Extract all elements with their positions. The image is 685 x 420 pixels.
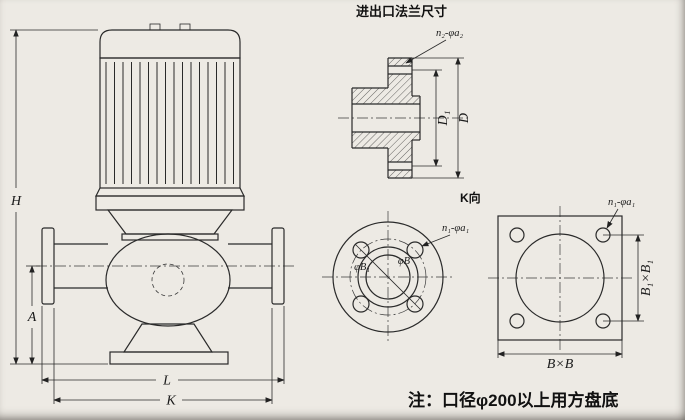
k-view-label: K向 — [460, 190, 481, 205]
dim-label-phi-b1: φB₁ — [354, 262, 370, 273]
plate-hole — [509, 227, 525, 243]
bolt-circle — [349, 238, 427, 316]
plate-hole — [509, 313, 525, 329]
motor-lug — [149, 23, 161, 31]
plate-center-circle — [515, 233, 605, 323]
motor-flange-band — [95, 195, 245, 211]
motor-cap — [99, 29, 241, 59]
flange-face-view: K向 φB₁ φB n₁-φa₁ — [322, 190, 481, 343]
dim-label-h: H — [10, 194, 22, 209]
casing-cover-flange — [121, 233, 219, 241]
dim-label-l: L — [162, 374, 171, 389]
volute-casing — [105, 233, 231, 327]
left-pipe-flange — [41, 227, 55, 305]
leader-line — [606, 208, 619, 229]
flange-outer-circle — [332, 221, 444, 333]
base-plate — [109, 351, 229, 365]
pedestal — [122, 323, 214, 353]
note-text: 注：口径φ200以上用方盘底 — [408, 390, 619, 410]
leader-line — [421, 234, 451, 247]
bolt-hole — [406, 295, 424, 313]
dim-label-a: A — [27, 310, 37, 325]
dim-label-bxb: B×B — [547, 357, 574, 372]
pump-bracket — [106, 209, 234, 235]
motor-body — [99, 57, 241, 189]
motor-flange — [95, 187, 245, 197]
dim-label-k: K — [165, 394, 176, 409]
plate-holes-label: n₁-φa₁ — [608, 197, 635, 208]
pump-side-view: H A L K — [10, 23, 296, 409]
right-pipe-flange — [271, 227, 285, 305]
leader-line — [405, 39, 447, 64]
flange-holes-label: n₂-φa₂ — [436, 28, 463, 39]
dim-label-b1xb1: B₁×B₁ — [639, 260, 654, 296]
flange-section-view: 进出口法兰尺寸 — [338, 4, 472, 179]
flange-section-outline — [351, 57, 421, 179]
bolt-hole — [406, 241, 424, 259]
diameter-line — [354, 243, 422, 311]
dim-label-d: D — [457, 113, 472, 124]
motor-lug — [179, 23, 191, 31]
dim-label-d1: D₁ — [436, 111, 451, 127]
flange-section-title: 进出口法兰尺寸 — [356, 4, 447, 19]
base-plate-view: n₁-φa₁ B₁×B₁ B×B — [488, 197, 654, 372]
bore-circle — [365, 254, 411, 300]
raised-face-circle — [357, 246, 419, 308]
face-holes-label: n₁-φa₁ — [442, 223, 469, 234]
bolt-hole — [352, 295, 370, 313]
dim-label-phi-b: φB — [398, 256, 411, 267]
square-plate-outline — [497, 215, 623, 341]
section-hatch — [352, 58, 420, 178]
bolt-hole — [352, 241, 370, 259]
impeller-hidden-line — [151, 263, 185, 297]
motor-fins — [104, 62, 236, 184]
